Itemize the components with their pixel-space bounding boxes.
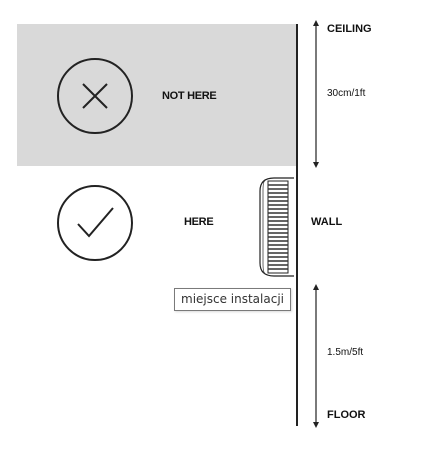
installation-place-tooltip: miejsce instalacji: [174, 288, 291, 311]
floor-label: FLOOR: [327, 409, 366, 421]
x-mark-icon: [57, 58, 133, 134]
ceiling-distance-arrow: [313, 20, 319, 168]
restricted-zone: [17, 24, 297, 166]
wall-label: WALL: [311, 216, 343, 228]
floor-distance-arrow: [313, 284, 319, 428]
ceiling-label: CEILING: [327, 23, 372, 35]
smoke-detector-icon: [259, 177, 294, 277]
wall-line: [296, 24, 298, 426]
ceiling-distance-label: 30cm/1ft: [327, 88, 366, 99]
floor-distance-label: 1.5m/5ft: [327, 347, 364, 358]
here-label: HERE: [184, 216, 214, 228]
check-mark-icon: [57, 185, 133, 261]
not-here-label: NOT HERE: [162, 90, 217, 102]
